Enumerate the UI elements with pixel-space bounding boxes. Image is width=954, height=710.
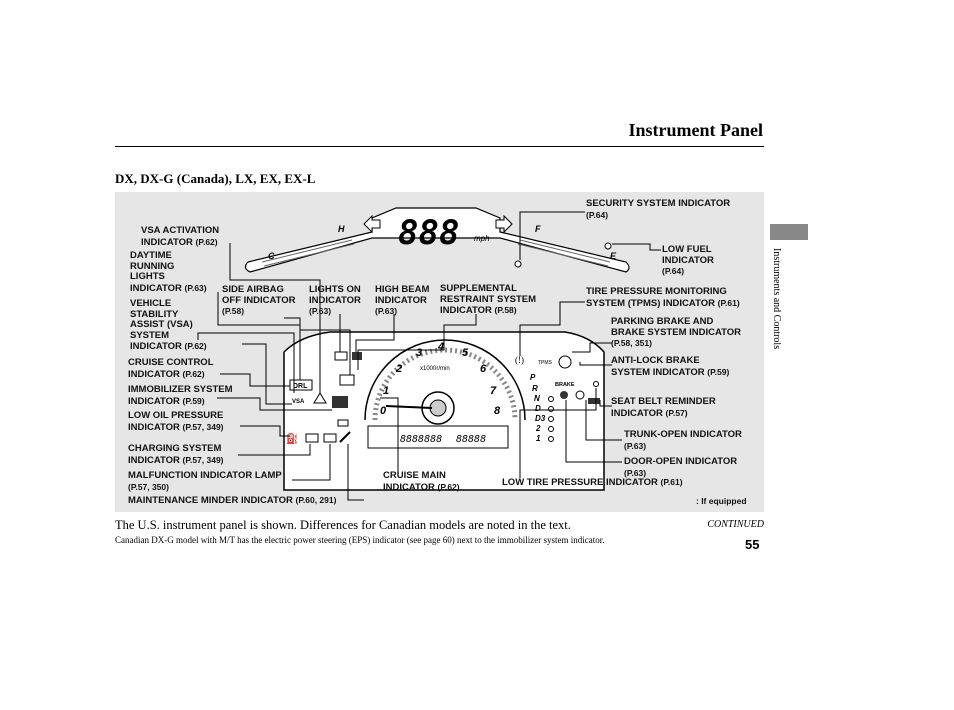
section-tab: [770, 224, 808, 240]
immobilizer-icon: [332, 396, 348, 408]
tacho-0: 0: [380, 405, 387, 417]
battery-icon: [305, 433, 319, 443]
turn-left-arrow: [363, 214, 381, 234]
needle-hub-inner: [429, 399, 447, 417]
temp-hot-mark: H: [338, 224, 345, 234]
trip-digits: 88888: [456, 434, 486, 445]
gear-d3: D3: [535, 414, 546, 423]
label-low-tire: LOW TIRE PRESSURE INDICATOR (P.61): [502, 477, 683, 488]
tacho-6: 6: [480, 363, 487, 375]
brake-text: BRAKE: [555, 382, 575, 388]
drl-icon: [289, 379, 313, 391]
speed-display: 888: [398, 213, 459, 253]
low-tire-light: [593, 381, 599, 387]
tacho-4: 4: [437, 341, 444, 353]
tacho-7: 7: [490, 385, 497, 397]
tpms-icon: (!): [515, 355, 524, 365]
door-open-icon: [560, 391, 568, 399]
gear-n: N: [534, 394, 540, 403]
security-light: [514, 260, 522, 268]
label-maintenance: MAINTENANCE MINDER INDICATOR (P.60, 291): [128, 495, 337, 506]
label-if-equipped: : If equipped: [696, 496, 747, 506]
tacho-8: 8: [494, 405, 501, 417]
turn-right-arrow: [495, 214, 513, 234]
model-subheading: DX, DX-G (Canada), LX, EX, EX-L: [115, 171, 316, 186]
label-seat-belt: SEAT BELT REMINDER INDICATOR (P.57): [611, 396, 716, 419]
speed-unit: mph: [474, 234, 490, 243]
tpms-text: TPMS: [538, 360, 553, 366]
gear-d: D: [535, 404, 541, 413]
fuel-full-mark: F: [535, 224, 541, 234]
upper-display-outline: [244, 207, 630, 273]
label-cruise-control: CRUISE CONTROL INDICATOR (P.62): [128, 357, 214, 380]
lights-on-icon: [334, 351, 348, 361]
high-beam-icon: [352, 352, 362, 360]
tachometer-numbers: 0 1 2 3 4 5 6 7 8: [380, 341, 501, 417]
continued-note: CONTINUED: [707, 519, 764, 530]
gear-indicator: P R N D D3 2 1: [530, 373, 546, 443]
label-malfunction: MALFUNCTION INDICATOR LAMP(P.57, 350): [128, 470, 282, 492]
gear-r: R: [532, 384, 538, 393]
tacho-2: 2: [395, 363, 402, 375]
engine-check-icon: [323, 433, 337, 443]
tacho-3: 3: [416, 347, 422, 359]
drl-text: DRL: [293, 383, 308, 390]
gear-p: P: [530, 373, 536, 382]
tachometer-arc: [364, 339, 526, 421]
trunk-open-icon: [575, 390, 585, 400]
tach-needle: [385, 405, 433, 409]
page-title: Instrument Panel: [628, 120, 764, 140]
label-vsa-activation: VSA ACTIVATION INDICATOR (P.62): [141, 225, 220, 248]
tacho-5: 5: [462, 347, 469, 359]
odometer-digits: 8888888: [400, 434, 442, 445]
page-number: 55: [745, 537, 760, 552]
temp-cold-mark: C: [268, 251, 275, 261]
label-tpms: TIRE PRESSURE MONITORING SYSTEM (TPMS) I…: [586, 286, 740, 309]
label-security: SECURITY SYSTEM INDICATOR(P.64): [586, 198, 731, 220]
gear-2: 2: [535, 424, 541, 433]
wrench-icon: [339, 431, 351, 443]
label-immobilizer: IMMOBILIZER SYSTEM INDICATOR (P.59): [128, 384, 233, 407]
caption: The U.S. instrument panel is shown. Diff…: [115, 518, 571, 532]
leader-lines: [197, 211, 661, 501]
label-door: DOOR-OPEN INDICATOR(P.63): [624, 456, 738, 478]
oil-pressure-icon: ⛽: [286, 432, 298, 445]
label-low-oil: LOW OIL PRESSURE INDICATOR (P.57, 349): [128, 410, 224, 433]
tacho-1: 1: [383, 385, 389, 397]
abs-icon: [558, 355, 572, 369]
label-abs: ANTI-LOCK BRAKE SYSTEM INDICATOR (P.59): [611, 355, 730, 378]
title-rule: [115, 146, 764, 147]
vsa-activation-icon: [313, 392, 327, 404]
label-cruise-main: CRUISE MAIN INDICATOR (P.62): [383, 470, 460, 493]
side-airbag-off-icon: [339, 374, 355, 386]
odometer-box: [367, 425, 509, 449]
gear-1: 1: [536, 434, 541, 443]
cruise-control-icon: [337, 419, 349, 427]
footnote: Canadian DX-G model with M/T has the ele…: [115, 535, 605, 545]
fuel-empty-mark: E: [610, 251, 617, 261]
label-trunk: TRUNK-OPEN INDICATOR(P.63): [624, 429, 742, 451]
label-charging: CHARGING SYSTEM INDICATOR (P.57, 349): [128, 443, 224, 466]
rpm-unit: x1000r/min: [420, 366, 450, 372]
seat-belt-icon: [588, 398, 600, 404]
vsa-text: VSA: [292, 399, 305, 405]
low-fuel-light: [604, 242, 612, 250]
